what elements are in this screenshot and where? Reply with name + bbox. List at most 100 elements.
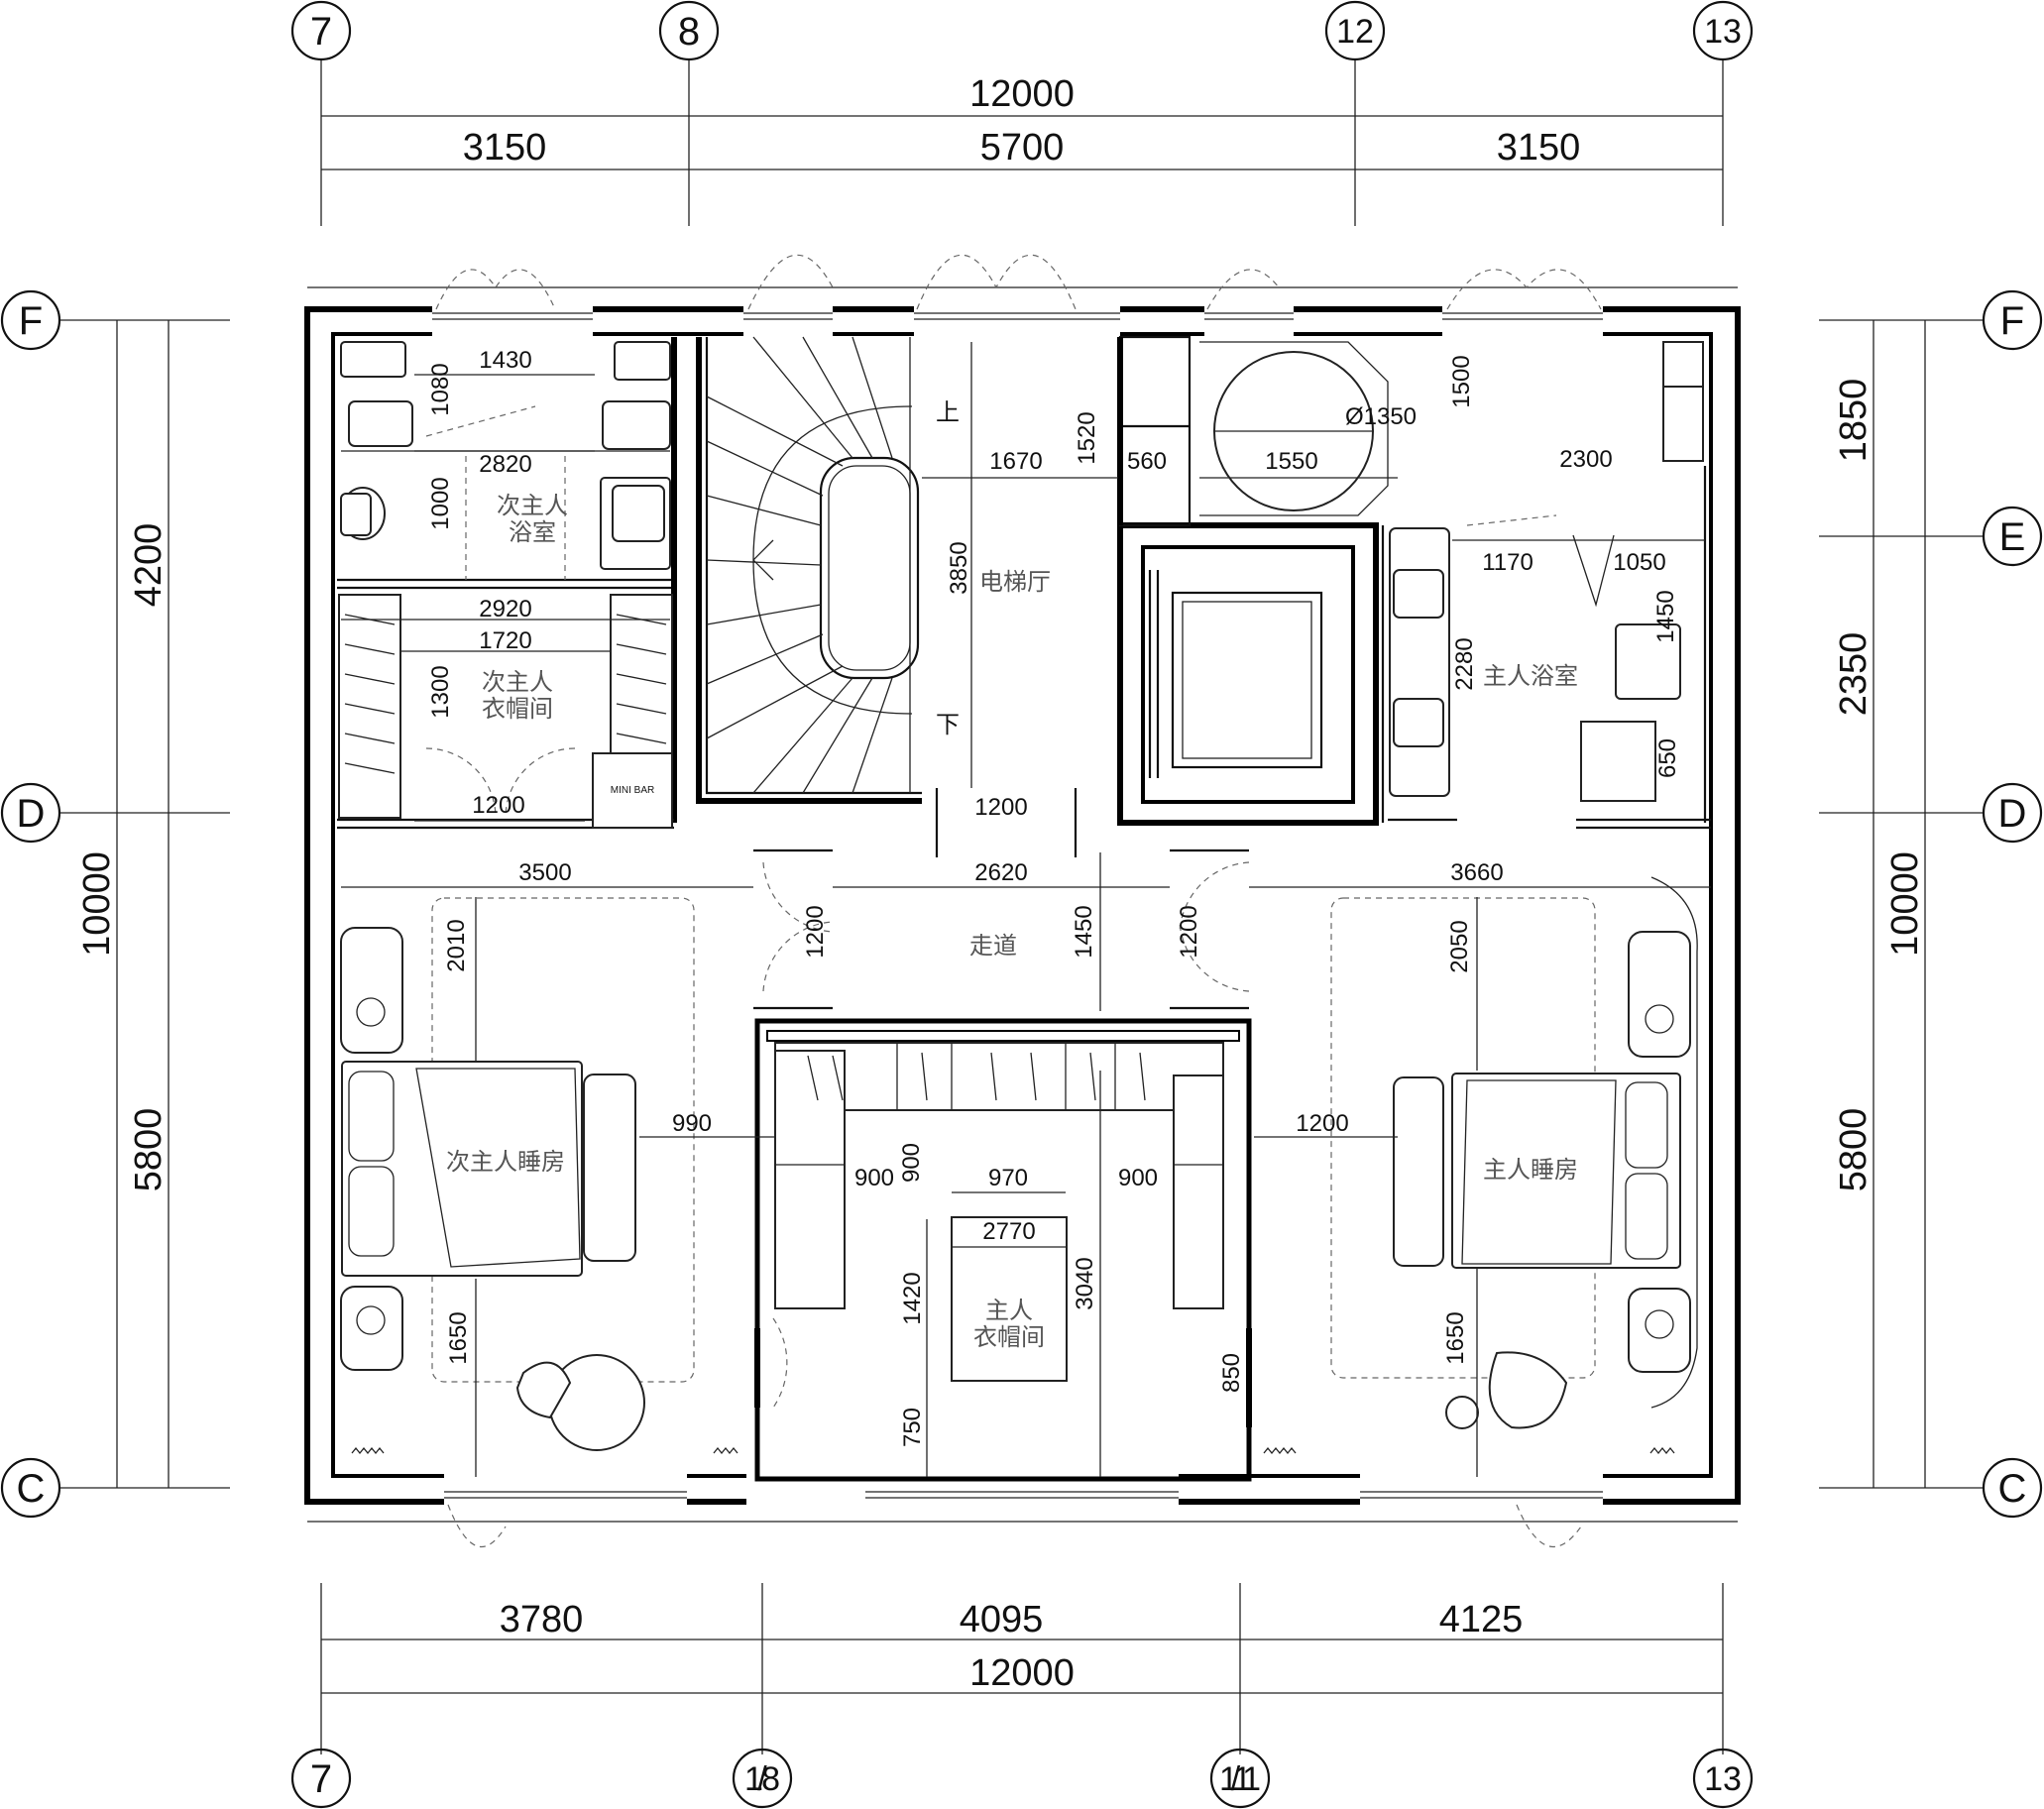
svg-text:5800: 5800 — [1833, 1108, 1874, 1192]
svg-text:990: 990 — [672, 1110, 712, 1137]
svg-text:1450: 1450 — [1071, 905, 1097, 958]
svg-text:1/11: 1/11 — [1219, 1760, 1261, 1798]
room-label-master-bedroom: 主人睡房 — [1483, 1157, 1578, 1184]
svg-text:1520: 1520 — [1074, 411, 1100, 464]
svg-text:D: D — [1998, 792, 2027, 836]
svg-text:2300: 2300 — [1559, 446, 1612, 473]
svg-text:13: 13 — [1704, 13, 1742, 51]
svg-text:12: 12 — [1336, 13, 1374, 51]
axis-bubble-bottom-7: 7 — [290, 1748, 352, 1809]
svg-text:10000: 10000 — [76, 851, 118, 957]
room-labels: 次主人 浴室 次主人 衣帽间 电梯厅 主人浴室 走道 次主人睡房 主人睡房 主人… — [446, 493, 1578, 1351]
room-label-corridor: 走道 — [969, 933, 1017, 960]
svg-text:2620: 2620 — [974, 859, 1027, 886]
dim-chain-bottom: 3780 4095 4125 12000 — [321, 1599, 1723, 1694]
dim-chain-top: 12000 3150 5700 3150 — [321, 73, 1723, 170]
svg-text:衣帽间: 衣帽间 — [482, 696, 553, 723]
axis-bubble-top-12: 12 — [1324, 0, 1386, 61]
svg-text:下: 下 — [936, 712, 960, 738]
svg-text:1200: 1200 — [472, 792, 524, 819]
interior-walls — [337, 335, 1711, 1482]
svg-text:12000: 12000 — [969, 1652, 1075, 1694]
svg-text:7: 7 — [310, 1757, 332, 1801]
axis-bubble-right-E: E — [1982, 506, 2043, 567]
svg-text:1300: 1300 — [427, 665, 454, 718]
secondary-closet-wardrobes: MINI BAR — [338, 594, 673, 829]
svg-text:1420: 1420 — [899, 1272, 926, 1324]
svg-text:3040: 3040 — [1072, 1257, 1098, 1309]
svg-text:5700: 5700 — [980, 127, 1065, 169]
interior-dim-texts: 1430 1080 2820 1000 2920 1720 1300 1200 … — [427, 347, 1681, 1447]
svg-text:3780: 3780 — [500, 1599, 584, 1640]
svg-text:1/8: 1/8 — [744, 1760, 780, 1798]
svg-text:650: 650 — [1654, 738, 1681, 778]
room-label-elevator-hall: 电梯厅 — [979, 569, 1051, 596]
svg-text:4125: 4125 — [1439, 1599, 1524, 1640]
svg-text:2920: 2920 — [479, 596, 531, 622]
axis-bubble-right-F: F — [1982, 289, 2043, 351]
master-closet-interior — [774, 1042, 1224, 1382]
svg-text:900: 900 — [1118, 1165, 1158, 1191]
svg-text:3850: 3850 — [946, 541, 972, 594]
axis-bubble-left-C: C — [0, 1457, 61, 1519]
axis-bubble-top-8: 8 — [658, 0, 720, 61]
svg-text:2770: 2770 — [982, 1218, 1035, 1245]
svg-text:2280: 2280 — [1451, 637, 1478, 690]
svg-text:3150: 3150 — [463, 127, 547, 169]
svg-text:1720: 1720 — [479, 627, 531, 654]
svg-text:1650: 1650 — [1442, 1311, 1469, 1364]
svg-text:1500: 1500 — [1448, 355, 1475, 407]
svg-text:F: F — [19, 299, 43, 343]
svg-text:560: 560 — [1127, 448, 1167, 475]
axis-bubble-bottom-1-11: 1/11 — [1209, 1748, 1271, 1809]
svg-text:D: D — [17, 792, 46, 836]
svg-text:1170: 1170 — [1482, 549, 1533, 576]
svg-text:1200: 1200 — [1176, 905, 1202, 958]
axis-bubble-bottom-13: 13 — [1692, 1748, 1754, 1809]
master-bedroom-furniture — [1330, 876, 1698, 1429]
svg-text:4200: 4200 — [128, 523, 170, 608]
svg-text:8: 8 — [678, 10, 700, 54]
svg-text:1450: 1450 — [1652, 590, 1679, 642]
svg-text:3660: 3660 — [1450, 859, 1503, 886]
svg-text:7: 7 — [310, 10, 332, 54]
axis-bubble-top-7: 7 — [290, 0, 352, 61]
interior-dim-lines — [341, 342, 1711, 1477]
window-swings — [435, 254, 1602, 1547]
room-label-secondary-bedroom: 次主人睡房 — [446, 1149, 565, 1176]
doors — [425, 405, 1557, 1409]
room-label-secondary-closet: 次主人 — [482, 669, 553, 696]
svg-text:C: C — [1998, 1467, 2027, 1511]
svg-text:1000: 1000 — [427, 477, 454, 529]
svg-text:C: C — [17, 1467, 46, 1511]
svg-text:1650: 1650 — [445, 1311, 472, 1364]
svg-text:4095: 4095 — [960, 1599, 1044, 1640]
svg-text:E: E — [1999, 515, 2026, 559]
svg-text:2050: 2050 — [1446, 920, 1473, 972]
axis-bubble-right-C: C — [1982, 1457, 2043, 1519]
svg-text:MINI BAR: MINI BAR — [611, 785, 654, 796]
axis-bubble-bottom-1-8: 1/8 — [732, 1748, 793, 1809]
svg-text:1550: 1550 — [1265, 448, 1317, 475]
svg-text:1200: 1200 — [802, 905, 829, 958]
svg-text:750: 750 — [899, 1408, 926, 1447]
dim-chain-right: 1850 2350 5800 10000 — [1833, 320, 1926, 1488]
svg-text:10000: 10000 — [1884, 851, 1926, 957]
axis-bubble-left-F: F — [0, 289, 61, 351]
svg-text:13: 13 — [1704, 1760, 1742, 1798]
room-label-master-bath: 主人浴室 — [1483, 663, 1578, 690]
dim-chain-left: 4200 5800 10000 — [76, 320, 170, 1488]
svg-text:970: 970 — [988, 1165, 1028, 1191]
room-label-secondary-bath: 次主人 — [497, 493, 568, 519]
svg-text:5800: 5800 — [128, 1108, 170, 1192]
axis-bubble-top-13: 13 — [1692, 0, 1754, 61]
svg-text:3150: 3150 — [1497, 127, 1581, 169]
svg-text:3500: 3500 — [518, 859, 571, 886]
axis-bubble-right-D: D — [1982, 782, 2043, 844]
secondary-bath-fixtures — [340, 341, 671, 580]
svg-text:1080: 1080 — [427, 363, 454, 415]
svg-text:1200: 1200 — [1296, 1110, 1348, 1137]
axis-bubble-left-D: D — [0, 782, 61, 844]
svg-text:衣帽间: 衣帽间 — [973, 1324, 1045, 1351]
